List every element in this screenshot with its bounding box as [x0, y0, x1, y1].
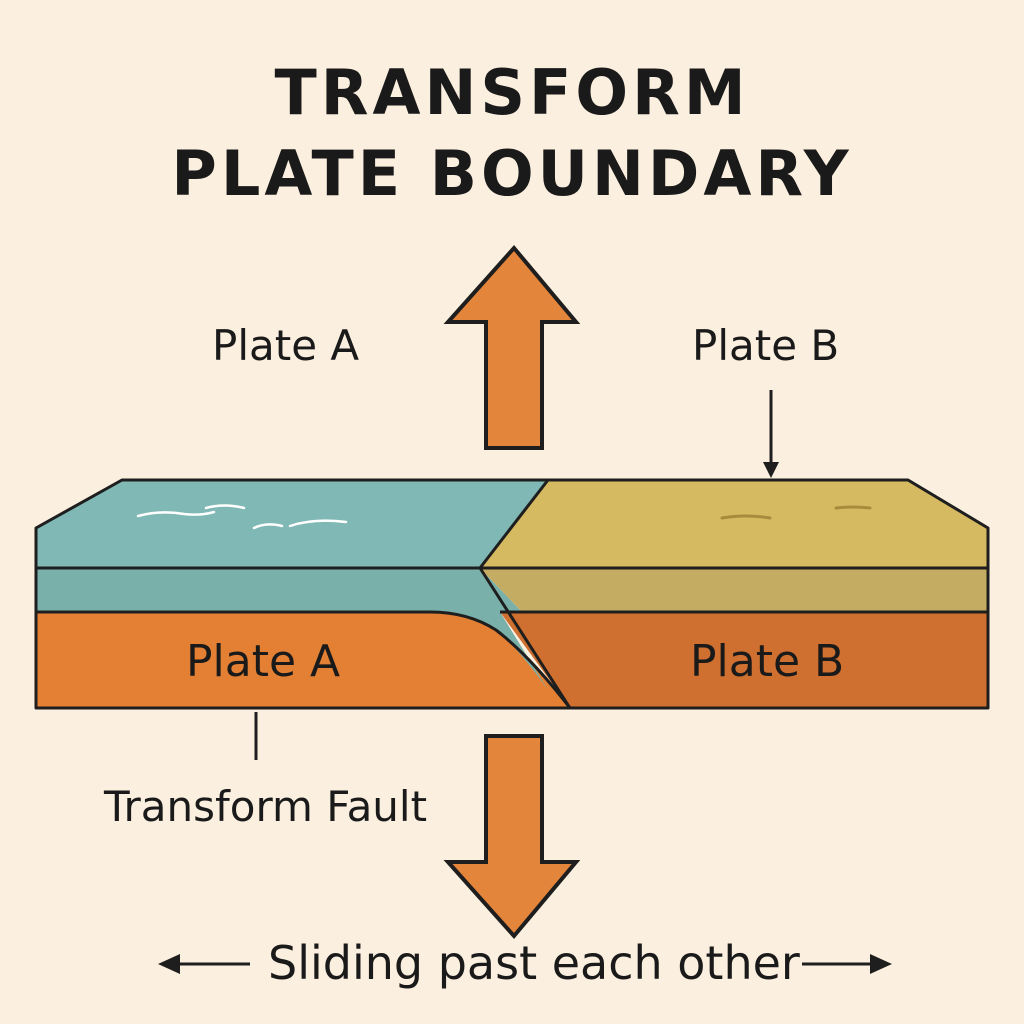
water-ripples: [136, 504, 348, 530]
left-motion-arrow: [158, 954, 250, 974]
right-motion-arrow: [802, 954, 892, 974]
diagram-title-line-1: TRANSFORM: [274, 56, 750, 129]
up-arrow: [443, 244, 581, 450]
plate-b-pointer: [763, 390, 779, 478]
plate-a-ocean-band: [36, 568, 522, 612]
transform-fault-label: Transform Fault: [104, 782, 428, 831]
land-marks: [720, 505, 872, 520]
diagram-title-line-2: PLATE BOUNDARY: [171, 137, 853, 210]
down-arrow: [443, 734, 581, 940]
plate-a-surface: [36, 480, 548, 568]
motion-caption: Sliding past each other: [268, 936, 800, 990]
plate-b-block-label: Plate B: [690, 636, 845, 687]
plate-b-surface: [480, 480, 988, 568]
plate-b-top-label: Plate B: [692, 321, 840, 370]
plate-a-block-label: Plate A: [186, 636, 341, 687]
plate-b-crust: [500, 612, 988, 708]
plate-a-top-label: Plate A: [212, 321, 360, 370]
plate-b-land-band: [480, 568, 988, 612]
plate-block: [34, 478, 990, 710]
plate-a-crust: [36, 612, 570, 708]
